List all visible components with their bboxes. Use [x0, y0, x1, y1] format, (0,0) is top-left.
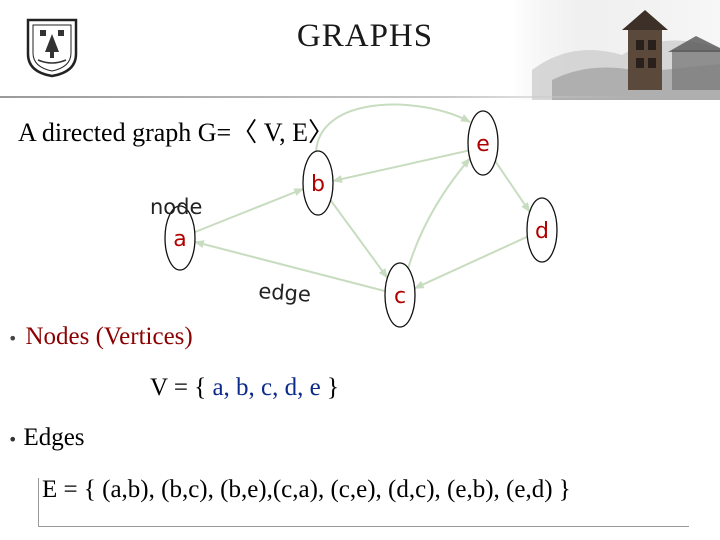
edges-layer: [193, 103, 531, 293]
campus-tower-photo: [512, 0, 720, 100]
edge-annotation: edge: [258, 279, 312, 307]
vertex-set-suffix: }: [320, 374, 339, 401]
edge-e-b: [332, 149, 472, 183]
edge-c-e: [407, 157, 471, 269]
bullet-dot: •: [8, 329, 18, 348]
vertex-set: V = { a, b, c, d, e }: [150, 374, 339, 402]
edge-set: E = { (a,b), (b,c), (b,e),(c,a), (c,e), …: [42, 476, 571, 503]
edge-a-b: [194, 187, 305, 234]
vertex-set-items: a, b, c, d, e: [212, 374, 321, 401]
slide-subtitle: A directed graph G=〈 V, E〉: [18, 112, 334, 149]
node-a-label: a: [173, 227, 186, 252]
node-d-label: d: [535, 219, 549, 244]
node-a-ellipse: [164, 205, 196, 271]
edge-e-d: [494, 160, 531, 213]
node-c-label: c: [394, 284, 406, 309]
node-c-ellipse: [384, 262, 416, 328]
subtitle-prefix: A directed graph G=: [18, 118, 232, 147]
edge-set-frame: [38, 478, 689, 527]
node-b-ellipse: [302, 150, 334, 216]
slide-title: GRAPHS: [296, 18, 434, 54]
edge-b-e: [315, 103, 471, 154]
node-d-ellipse: [526, 197, 558, 263]
edge-b-c: [329, 199, 389, 279]
edge-d-c: [413, 235, 528, 290]
node-b-label: b: [311, 172, 325, 197]
left-angle-bracket: 〈: [231, 118, 258, 147]
edge-c-a: [193, 240, 386, 293]
bullet-dot: •: [8, 430, 18, 449]
bullet-edges-heading: • Edges: [8, 424, 85, 452]
nodes-layer: a b c d e: [164, 110, 558, 328]
edges-heading-text: Edges: [23, 424, 85, 451]
bullet-nodes-heading: • Nodes (Vertices): [8, 323, 193, 351]
subtitle-mid: V, E: [257, 118, 309, 147]
node-annotation: node: [150, 195, 202, 219]
node-e-label: e: [476, 132, 490, 157]
node-e-ellipse: [467, 110, 499, 176]
header-divider: [0, 96, 640, 98]
nodes-heading-text: Nodes (Vertices): [25, 323, 193, 350]
vertex-set-prefix: V = {: [150, 374, 213, 401]
university-seal-logo: [26, 18, 78, 78]
